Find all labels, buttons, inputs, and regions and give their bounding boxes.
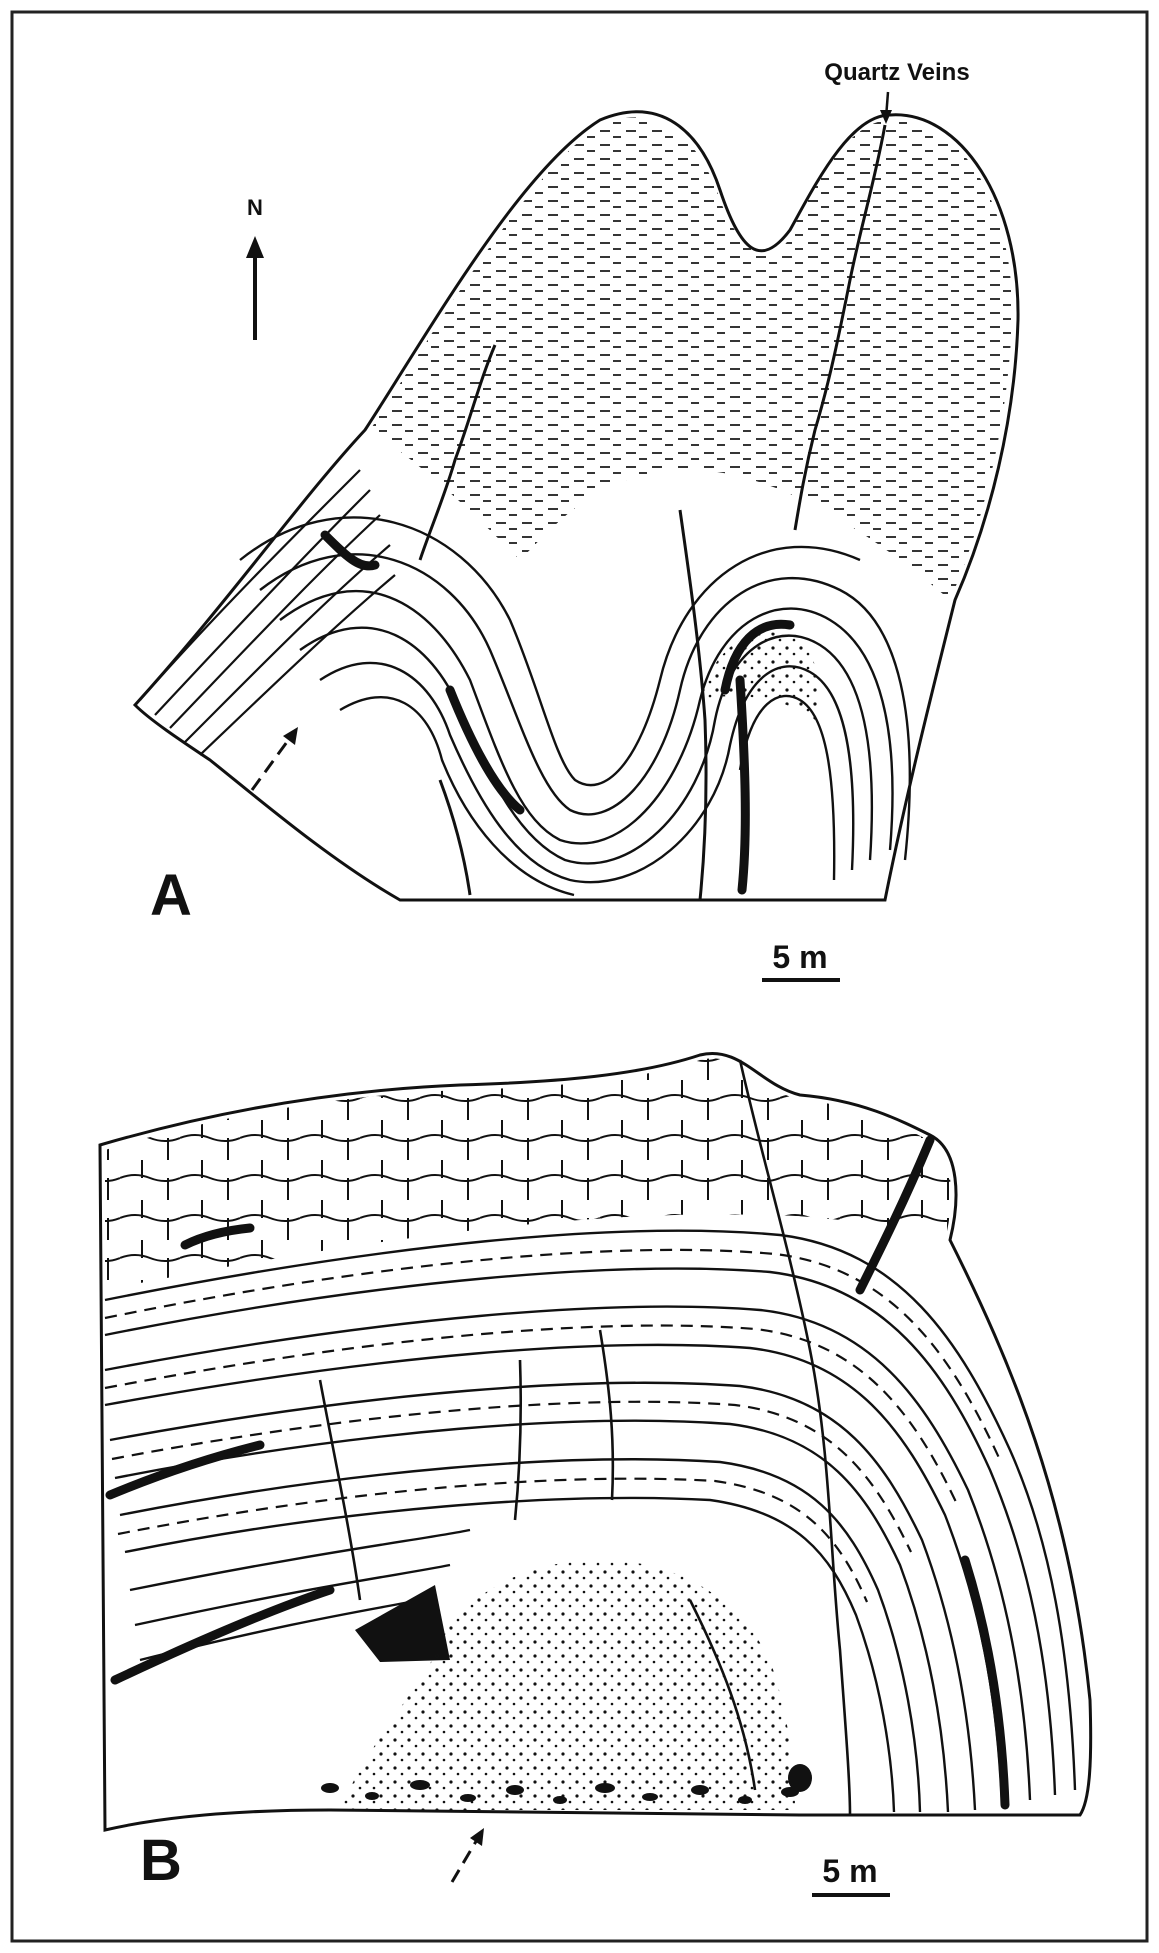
panel-b-scale-label: 5 m xyxy=(822,1853,877,1889)
north-label: N xyxy=(247,195,263,220)
panel-a-letter: A xyxy=(150,863,192,928)
panel-a: N Quartz Veins A 5 m xyxy=(135,59,1018,980)
quartz-veins-label: Quartz Veins xyxy=(824,59,969,86)
panel-b-locator-arrow xyxy=(452,1828,484,1882)
north-arrow: N xyxy=(246,195,264,340)
panel-b-letter: B xyxy=(140,1828,182,1893)
panel-a-scale-label: 5 m xyxy=(772,939,827,975)
panel-b-scale-bar: 5 m xyxy=(812,1853,890,1895)
panel-a-scale-bar: 5 m xyxy=(762,939,840,980)
panel-b: B 5 m xyxy=(100,1053,1091,1895)
